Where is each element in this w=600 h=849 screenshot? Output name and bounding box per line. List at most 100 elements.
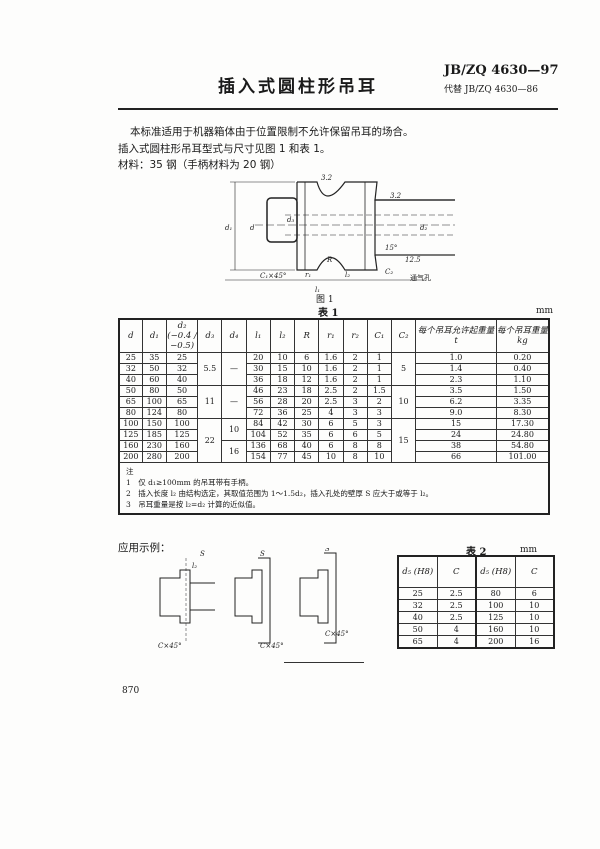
application-title: 应用示例： bbox=[118, 542, 171, 554]
table-1-cell: 46 bbox=[245, 385, 271, 397]
table-1-cell: 80 bbox=[165, 407, 199, 419]
table-1-cell: 1.0 bbox=[415, 352, 497, 364]
table-1-unit: mm bbox=[536, 306, 554, 316]
fig-label-r1: r₁ bbox=[305, 271, 311, 279]
table-1-cell-d4: — bbox=[221, 352, 247, 386]
table-1-cell: 8 bbox=[366, 440, 392, 452]
table-1-cell: 10 bbox=[269, 352, 296, 364]
table-1-cell: 1 bbox=[366, 352, 392, 364]
table-1-cell: 2 bbox=[342, 385, 368, 397]
intro-line-3: 材料：35 钢（手柄材料为 20 钢） bbox=[118, 159, 281, 171]
table-2-cell: 2.5 bbox=[436, 587, 477, 600]
app-label-chamfer-3: C×45° bbox=[325, 630, 349, 638]
page-number: 870 bbox=[122, 686, 140, 696]
table-1-header-cell: C₂ bbox=[390, 318, 417, 353]
table-1-cell: 6 bbox=[318, 440, 344, 452]
standard-number: JB/ZQ 4630—97 bbox=[444, 63, 559, 78]
fig-label-d: d bbox=[250, 224, 255, 232]
table-1-cell: 30 bbox=[245, 363, 271, 375]
table-1-cell: 65 bbox=[118, 396, 143, 408]
end-rule bbox=[284, 662, 364, 663]
note-item: 3 吊耳重量是按 l₂=d₂ 计算的近似值。 bbox=[126, 500, 261, 509]
table-1-cell: 280 bbox=[141, 451, 167, 463]
app-label-S-2: S bbox=[260, 550, 265, 558]
note-item: 2 插入长度 l₂ 由结构选定，其取值范围为 1～1.5d₂，插入孔处的壁厚 S… bbox=[126, 489, 434, 498]
table-1-cell: 1.6 bbox=[318, 352, 344, 364]
table-1-cell: 2 bbox=[366, 396, 392, 408]
table-1-cell: 2.5 bbox=[318, 385, 344, 397]
table-1-cell: 125 bbox=[118, 429, 143, 441]
table-1-cell: 25 bbox=[118, 352, 143, 364]
table-1-cell: 20 bbox=[294, 396, 320, 408]
table-1-cell-d4: 10 bbox=[221, 418, 247, 441]
table-1-cell: 10 bbox=[318, 451, 344, 463]
table-1-cell: 40 bbox=[118, 374, 143, 386]
table-1-cell: 3.5 bbox=[415, 385, 497, 397]
table-2-cell: 2.5 bbox=[436, 611, 477, 624]
table-1-cell: 10 bbox=[294, 363, 320, 375]
table-1-header-cell: d₄ bbox=[221, 318, 247, 353]
table-1-cell: 6 bbox=[318, 418, 344, 430]
table-1-cell: 65 bbox=[165, 396, 199, 408]
table-2-cell: 10 bbox=[514, 599, 555, 612]
table-1-cell: 3 bbox=[366, 407, 392, 419]
table-1-cell: 8 bbox=[342, 440, 368, 452]
table-1-cell: 3 bbox=[366, 418, 392, 430]
table-1-cell: 45 bbox=[294, 451, 320, 463]
notes-title: 注 bbox=[126, 467, 134, 476]
intro-line-2: 插入式圆柱形吊耳型式与尺寸见图 1 和表 1。 bbox=[118, 143, 331, 155]
table-1-cell: 32 bbox=[165, 363, 199, 375]
table-2-cell: 100 bbox=[475, 599, 516, 612]
table-1-cell: 10 bbox=[366, 451, 392, 463]
table-1-cell: 1.4 bbox=[415, 363, 497, 375]
table-1-cell: 154 bbox=[245, 451, 271, 463]
table-2-header-cell: C bbox=[436, 555, 477, 588]
table-2-cell: 160 bbox=[475, 623, 516, 636]
table-1-cell: 25 bbox=[165, 352, 199, 364]
table-1-header-cell: l₂ bbox=[269, 318, 296, 353]
table-1-cell: 15 bbox=[415, 418, 497, 430]
fig-label-d2: d₂ bbox=[420, 224, 427, 232]
fig-label-d3: d₃ bbox=[287, 216, 294, 224]
table-1-cell: 160 bbox=[118, 440, 143, 452]
table-1-cell: 1.6 bbox=[318, 374, 344, 386]
table-1-cell: 200 bbox=[165, 451, 199, 463]
table-1-cell: 1.10 bbox=[495, 374, 550, 386]
table-1-cell-d4: — bbox=[221, 385, 247, 419]
table-1-cell: 24 bbox=[415, 429, 497, 441]
table-1-cell: 38 bbox=[415, 440, 497, 452]
table-1-cell-d3: 11 bbox=[197, 385, 223, 419]
table-1-cell: 36 bbox=[269, 407, 296, 419]
table-1-cell: 1 bbox=[366, 363, 392, 375]
table-2-cell: 25 bbox=[397, 587, 438, 600]
table-1-cell: 17.30 bbox=[495, 418, 550, 430]
table-1-cell: 185 bbox=[141, 429, 167, 441]
table-1-cell: 56 bbox=[245, 396, 271, 408]
table-1-cell: 2 bbox=[342, 363, 368, 375]
table-1-cell-d4: 16 bbox=[221, 440, 247, 463]
table-2-cell: 40 bbox=[397, 611, 438, 624]
table-1-cell: 2 bbox=[342, 374, 368, 386]
fig-label-vent: 通气孔 bbox=[410, 273, 431, 282]
fig-label-C2: C₂ bbox=[385, 268, 393, 276]
table-2-header-cell: d₅ (H8) bbox=[397, 555, 438, 588]
table-1-cell: 5 bbox=[366, 429, 392, 441]
table-1-cell: 84 bbox=[245, 418, 271, 430]
table-1-cell: 28 bbox=[269, 396, 296, 408]
table-1-header-cell: d₁ bbox=[141, 318, 167, 353]
table-1-cell: 30 bbox=[294, 418, 320, 430]
table-1-header-cell: R bbox=[294, 318, 320, 353]
table-1-header-cell: d₂ (−0.4 / −0.5) bbox=[165, 318, 199, 353]
